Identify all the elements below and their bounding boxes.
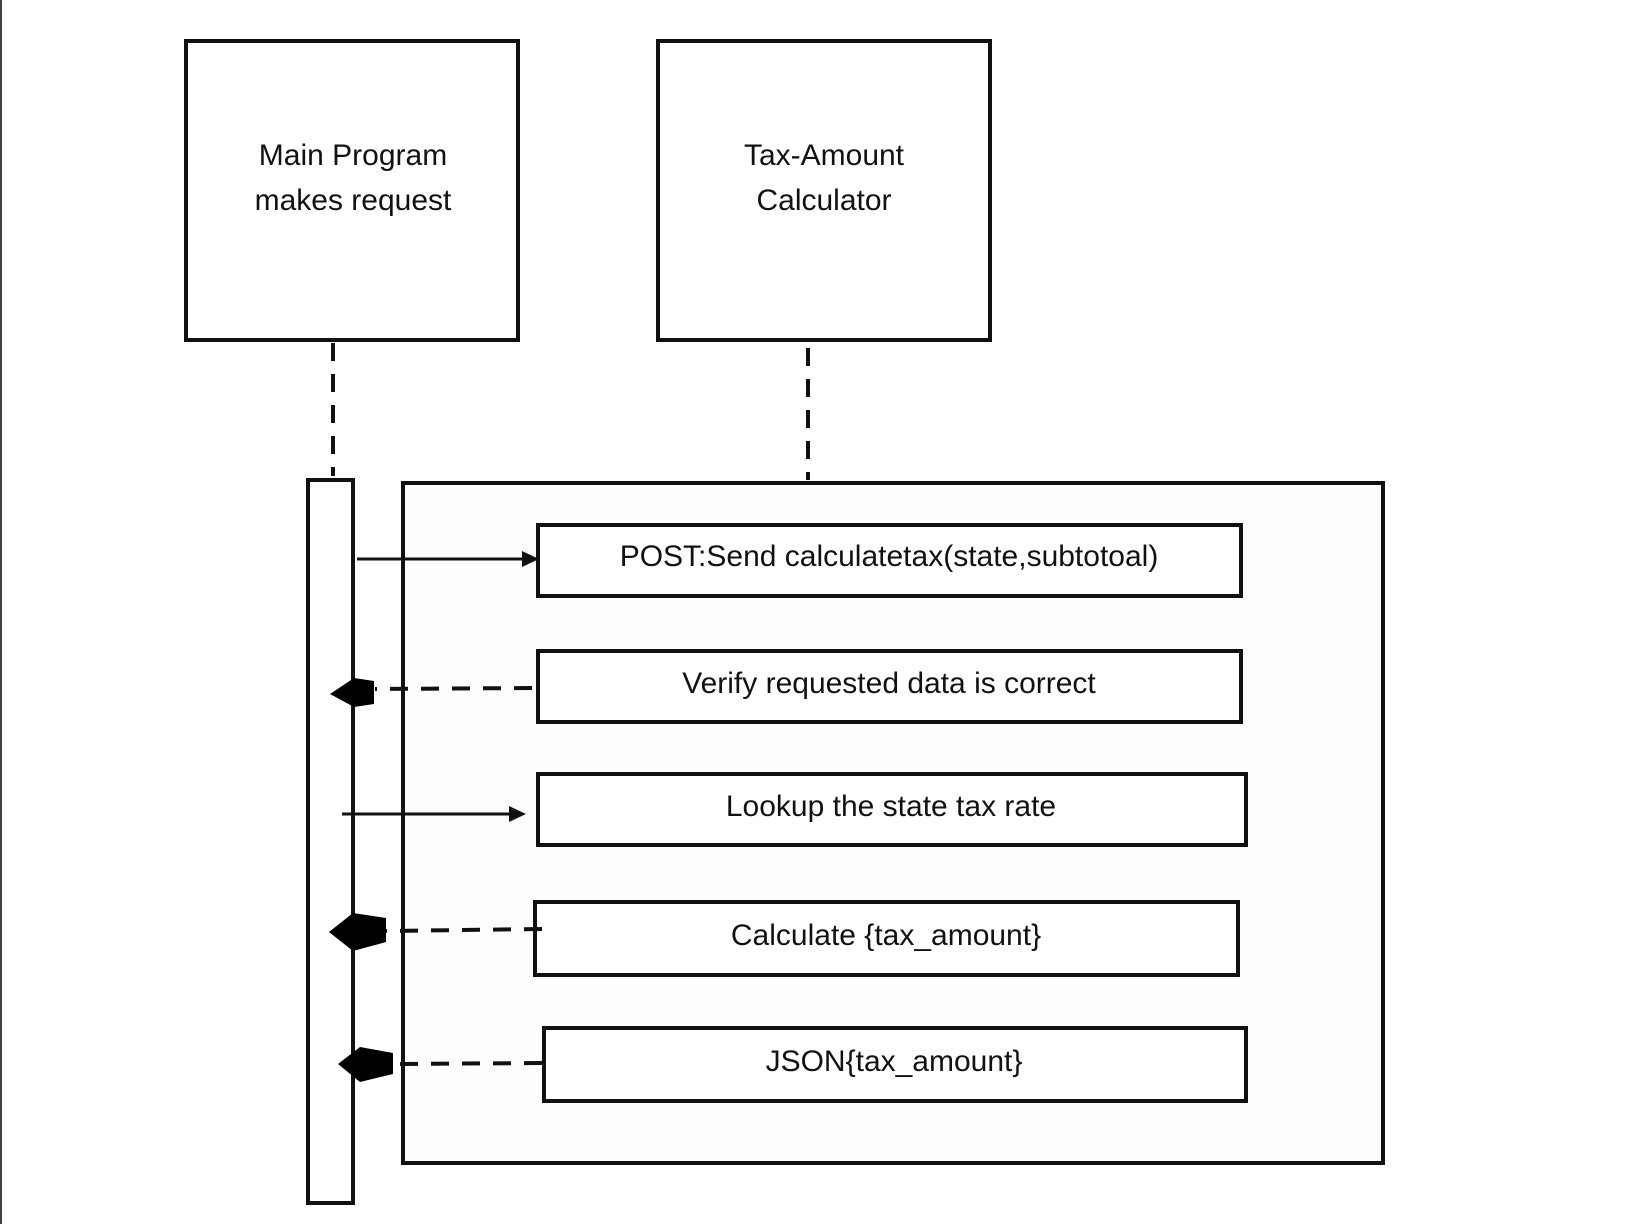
message-4: Calculate {tax_amount} [329,900,1240,977]
participant-tax-calculator: Tax-Amount Calculator [656,39,992,342]
message-3-label: Lookup the state tax rate [726,790,1056,823]
message-3: Lookup the state tax rate [342,772,1248,847]
tax-calculator-label-line1: Tax-Amount [744,139,905,172]
main-program-label-line1: Main Program [259,139,447,172]
tax-calculator-box [656,39,992,342]
message-2: Verify requested data is correct [330,649,1243,724]
message-4-box [533,900,1240,977]
message-3-arrowhead [509,806,526,822]
main-program-label-line2: makes request [255,184,452,217]
message-1-box [536,523,1243,598]
message-5-arrowhead [338,1047,393,1082]
message-1-label: POST:Send calculatetax(state,subtotoal) [620,540,1159,573]
participant-main-program: Main Program makes request [184,39,520,342]
message-2-box [536,649,1243,724]
message-1-arrowhead [522,551,539,567]
message-4-label: Calculate {tax_amount} [731,919,1041,952]
message-4-arrowhead [329,913,386,951]
message-2-label: Verify requested data is correct [682,667,1096,700]
main-program-activation-bar [306,478,355,1205]
message-5-arrow-line [393,1061,543,1066]
message-2-arrowhead [330,678,374,707]
message-3-box [536,772,1248,847]
message-2-arrow-line [374,686,533,691]
message-4-arrow-line [385,927,543,933]
message-5-label: JSON{tax_amount} [766,1045,1023,1078]
message-5-box [542,1026,1248,1103]
message-5: JSON{tax_amount} [338,1026,1248,1103]
message-1: POST:Send calculatetax(state,subtotoal) [357,523,1243,598]
main-program-box [184,39,520,342]
tax-calculator-label-line2: Calculator [756,184,891,217]
